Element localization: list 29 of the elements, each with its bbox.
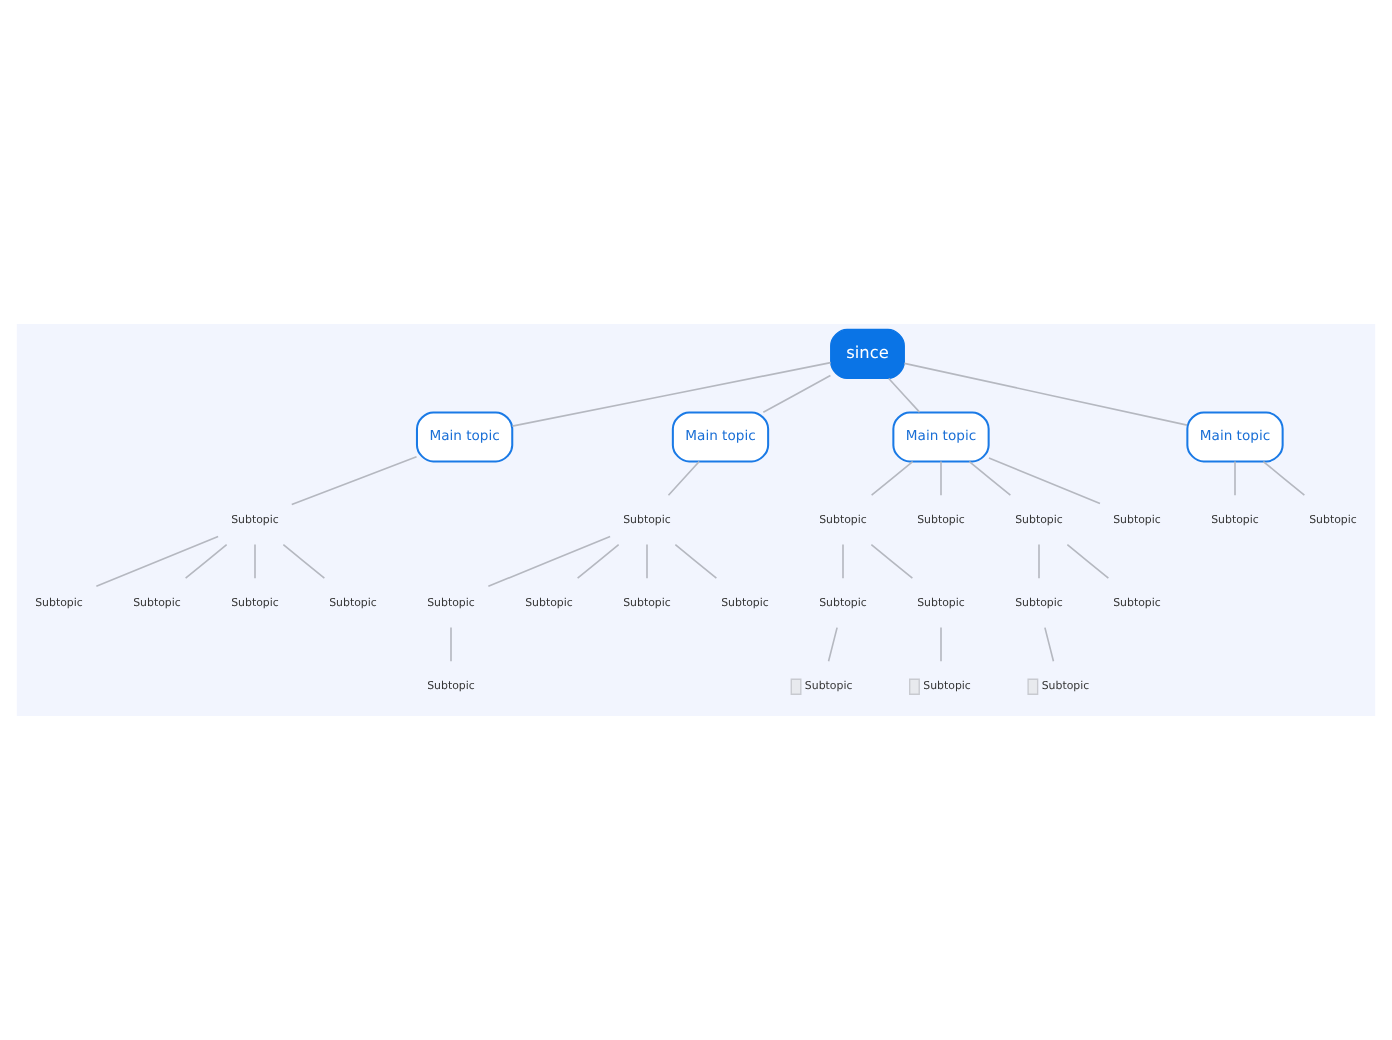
connector (254, 543, 256, 580)
connector (184, 543, 228, 580)
connector (511, 361, 832, 427)
connector (576, 543, 620, 580)
connector (674, 543, 718, 580)
connector (870, 460, 914, 496)
connector (1262, 460, 1306, 496)
connector (450, 626, 452, 663)
connector (95, 535, 219, 588)
connector (282, 543, 326, 580)
connector (968, 460, 1012, 496)
connector (646, 543, 648, 580)
connector (940, 626, 942, 663)
connector (667, 460, 701, 496)
connector (870, 543, 914, 580)
connector (1066, 543, 1110, 580)
connector (827, 626, 838, 663)
connector (487, 535, 611, 588)
connector (1044, 626, 1055, 663)
connector (290, 455, 418, 506)
connector (1234, 460, 1236, 496)
connector (903, 362, 1188, 426)
connector (1038, 543, 1040, 580)
connector (940, 460, 942, 496)
connector (988, 457, 1101, 505)
connector (887, 377, 921, 413)
connector (762, 374, 832, 414)
connector (842, 543, 844, 580)
node-box: since (830, 328, 905, 380)
